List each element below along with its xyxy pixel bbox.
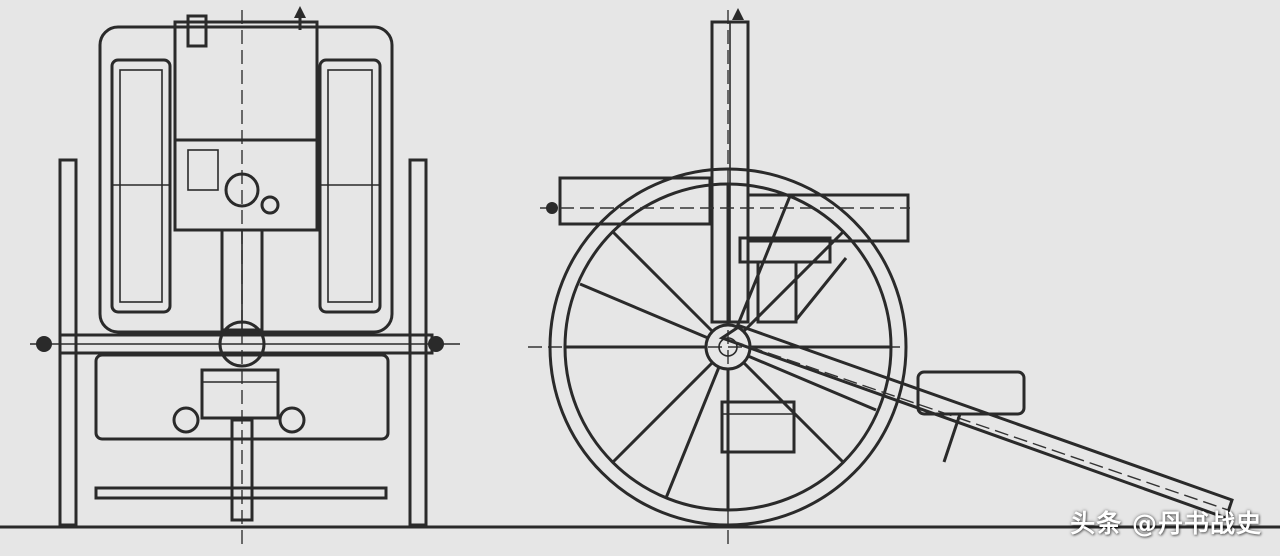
front-axle-hub xyxy=(218,320,266,368)
side-ammo-box xyxy=(720,400,796,454)
front-lower-frame xyxy=(94,353,390,441)
side-wheel-hub-center xyxy=(718,337,738,357)
front-view xyxy=(30,6,460,546)
front-muzzle-tip xyxy=(294,6,306,18)
side-shield-tip xyxy=(732,8,744,20)
front-trail-crossbar xyxy=(94,486,388,500)
front-mechanism-gear-small xyxy=(260,195,280,215)
front-left-panel-inner xyxy=(119,69,163,303)
side-brace xyxy=(794,257,848,321)
front-trail-post xyxy=(230,418,254,522)
front-gun-sight xyxy=(186,14,208,48)
front-mechanism-box xyxy=(187,149,219,191)
front-mechanism-gear xyxy=(224,172,260,208)
front-right-wheel xyxy=(408,158,428,527)
front-mechanism-frame xyxy=(173,138,319,232)
side-seat-support xyxy=(942,413,962,463)
side-muzzle-nut xyxy=(546,202,558,214)
front-right-panel-inner xyxy=(327,69,373,303)
side-trail-axis xyxy=(729,339,1229,511)
side-gun-receiver xyxy=(746,193,910,243)
front-shield-frame xyxy=(98,25,394,334)
front-right-nut xyxy=(428,336,444,352)
front-right-knob xyxy=(278,406,306,434)
watermark: 头条 @丹书战史 xyxy=(1070,509,1262,538)
side-gun-jacket xyxy=(558,176,712,226)
side-view xyxy=(528,8,1234,546)
front-ammo-box xyxy=(200,368,280,420)
front-gun-body xyxy=(173,20,319,142)
front-right-panel xyxy=(318,58,382,314)
front-left-wheel xyxy=(58,158,78,527)
side-wheel-rim xyxy=(548,167,908,527)
side-trail xyxy=(718,324,1234,520)
front-left-nut xyxy=(36,336,52,352)
side-cradle xyxy=(738,236,832,264)
front-left-knob xyxy=(172,406,200,434)
side-seat xyxy=(916,370,1026,416)
front-left-panel xyxy=(110,58,172,314)
